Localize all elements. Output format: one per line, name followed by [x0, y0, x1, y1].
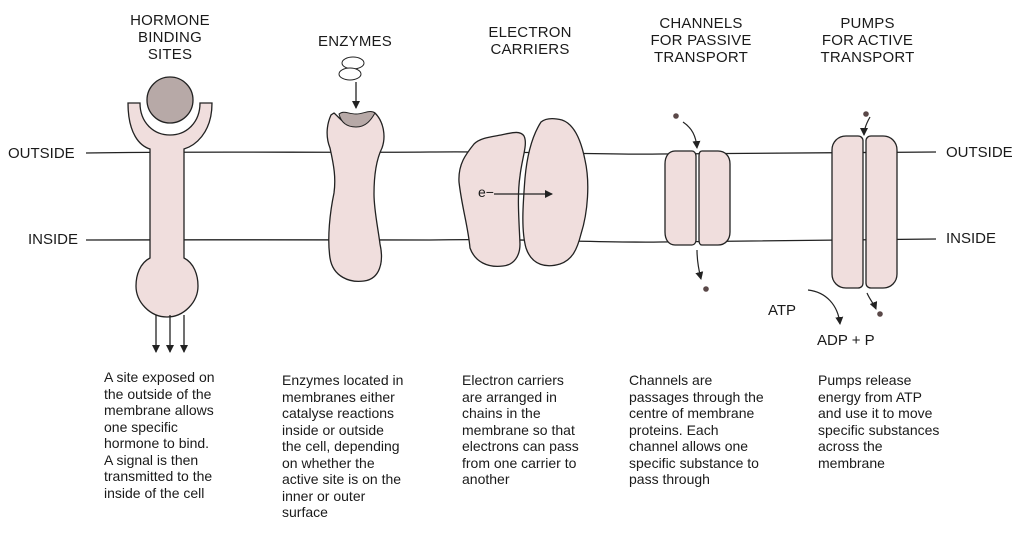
channel-entry-arrow [683, 122, 697, 148]
inside-label-left: INSIDE [28, 231, 78, 248]
description-hormone: A site exposed on the outside of the mem… [104, 369, 254, 501]
hormone-receptor [128, 77, 212, 317]
atp-label: ATP [768, 302, 796, 319]
receptor-body [128, 103, 212, 317]
hormone-molecule [147, 77, 193, 123]
outside-label-left: OUTSIDE [8, 145, 75, 162]
atp-arrow [808, 290, 840, 324]
title-hormone-binding-sites: HORMONE BINDING SITES [115, 12, 225, 63]
active-pump [808, 111, 897, 324]
ion-channel [665, 113, 730, 292]
channel-left-half [665, 151, 696, 245]
channel-substance-dot-outside [673, 113, 679, 119]
pump-entry-arrow [864, 117, 870, 135]
title-pumps-active-transport: PUMPS FOR ACTIVE TRANSPORT [800, 15, 935, 66]
description-pumps: Pumps release energy from ATP and use it… [818, 372, 978, 471]
substrate-icon [342, 57, 364, 69]
channel-right-half [699, 151, 730, 245]
description-enzymes: Enzymes located in membranes either cata… [282, 372, 442, 521]
pump-substance-dot-outside [863, 111, 869, 117]
outside-label-right: OUTSIDE [946, 144, 1013, 161]
channel-exit-arrow [697, 250, 701, 279]
pump-substance-dot-inside [877, 311, 883, 317]
title-channels-passive-transport: CHANNELS FOR PASSIVE TRANSPORT [636, 15, 766, 66]
enzyme-body [327, 112, 384, 281]
enzyme [327, 57, 384, 281]
pump-right-half [866, 136, 897, 288]
signal-arrows [156, 315, 184, 352]
adp-label: ADP + P [817, 332, 875, 349]
description-electron-carriers: Electron carriers are arranged in chains… [462, 372, 622, 488]
electron-label: e− [478, 184, 494, 201]
pump-exit-arrow [867, 293, 876, 309]
substrate-icon-part [339, 68, 361, 80]
title-electron-carriers: ELECTRON CARRIERS [470, 24, 590, 58]
channel-substance-dot-inside [703, 286, 709, 292]
pump-left-half [832, 136, 863, 288]
inside-label-right: INSIDE [946, 230, 996, 247]
description-channels: Channels are passages through the centre… [629, 372, 799, 488]
title-enzymes: ENZYMES [300, 33, 410, 50]
electron-carrier-right [523, 119, 588, 266]
